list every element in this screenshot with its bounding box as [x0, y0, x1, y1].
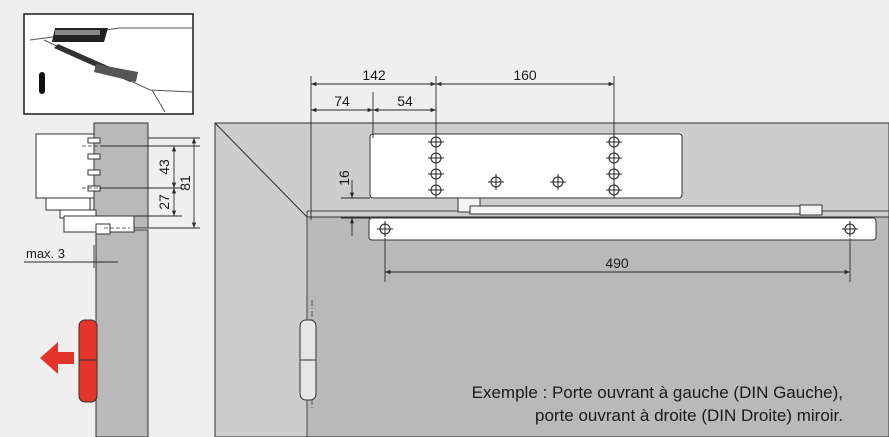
- dim-490: 490: [605, 255, 629, 271]
- inset-thumbnail: [23, 13, 194, 115]
- caption: Exemple : Porte ouvrant à gauche (DIN Ga…: [472, 381, 843, 427]
- dim-16: 16: [336, 170, 352, 186]
- dim-54: 54: [397, 93, 413, 109]
- side-view: [35, 122, 149, 437]
- front-view-dimension-labels: 142 160 74 54 490 16: [334, 67, 629, 271]
- dim-74: 74: [334, 93, 350, 109]
- closer-body: [369, 133, 683, 199]
- hinge-side: [78, 319, 98, 403]
- dim-142: 142: [362, 67, 386, 83]
- front-view-dimensions: [310, 76, 851, 282]
- caption-line-2: porte ouvrant à droite (DIN Droite) miro…: [535, 406, 843, 425]
- rail-mounting-holes: [377, 221, 858, 237]
- dim-43: 43: [156, 159, 172, 175]
- dim-160: 160: [513, 67, 537, 83]
- dim-81: 81: [177, 175, 193, 191]
- closer-mounting-holes: [428, 134, 622, 198]
- opening-direction-arrow: [40, 342, 74, 374]
- side-view-dimensions: [24, 137, 200, 268]
- dim-max3: max. 3: [26, 246, 65, 261]
- side-view-dimension-labels: 43 27 81 max. 3: [26, 159, 193, 261]
- slide-rail: [368, 217, 877, 241]
- dim-27: 27: [156, 194, 172, 210]
- caption-line-1: Exemple : Porte ouvrant à gauche (DIN Ga…: [471, 383, 843, 402]
